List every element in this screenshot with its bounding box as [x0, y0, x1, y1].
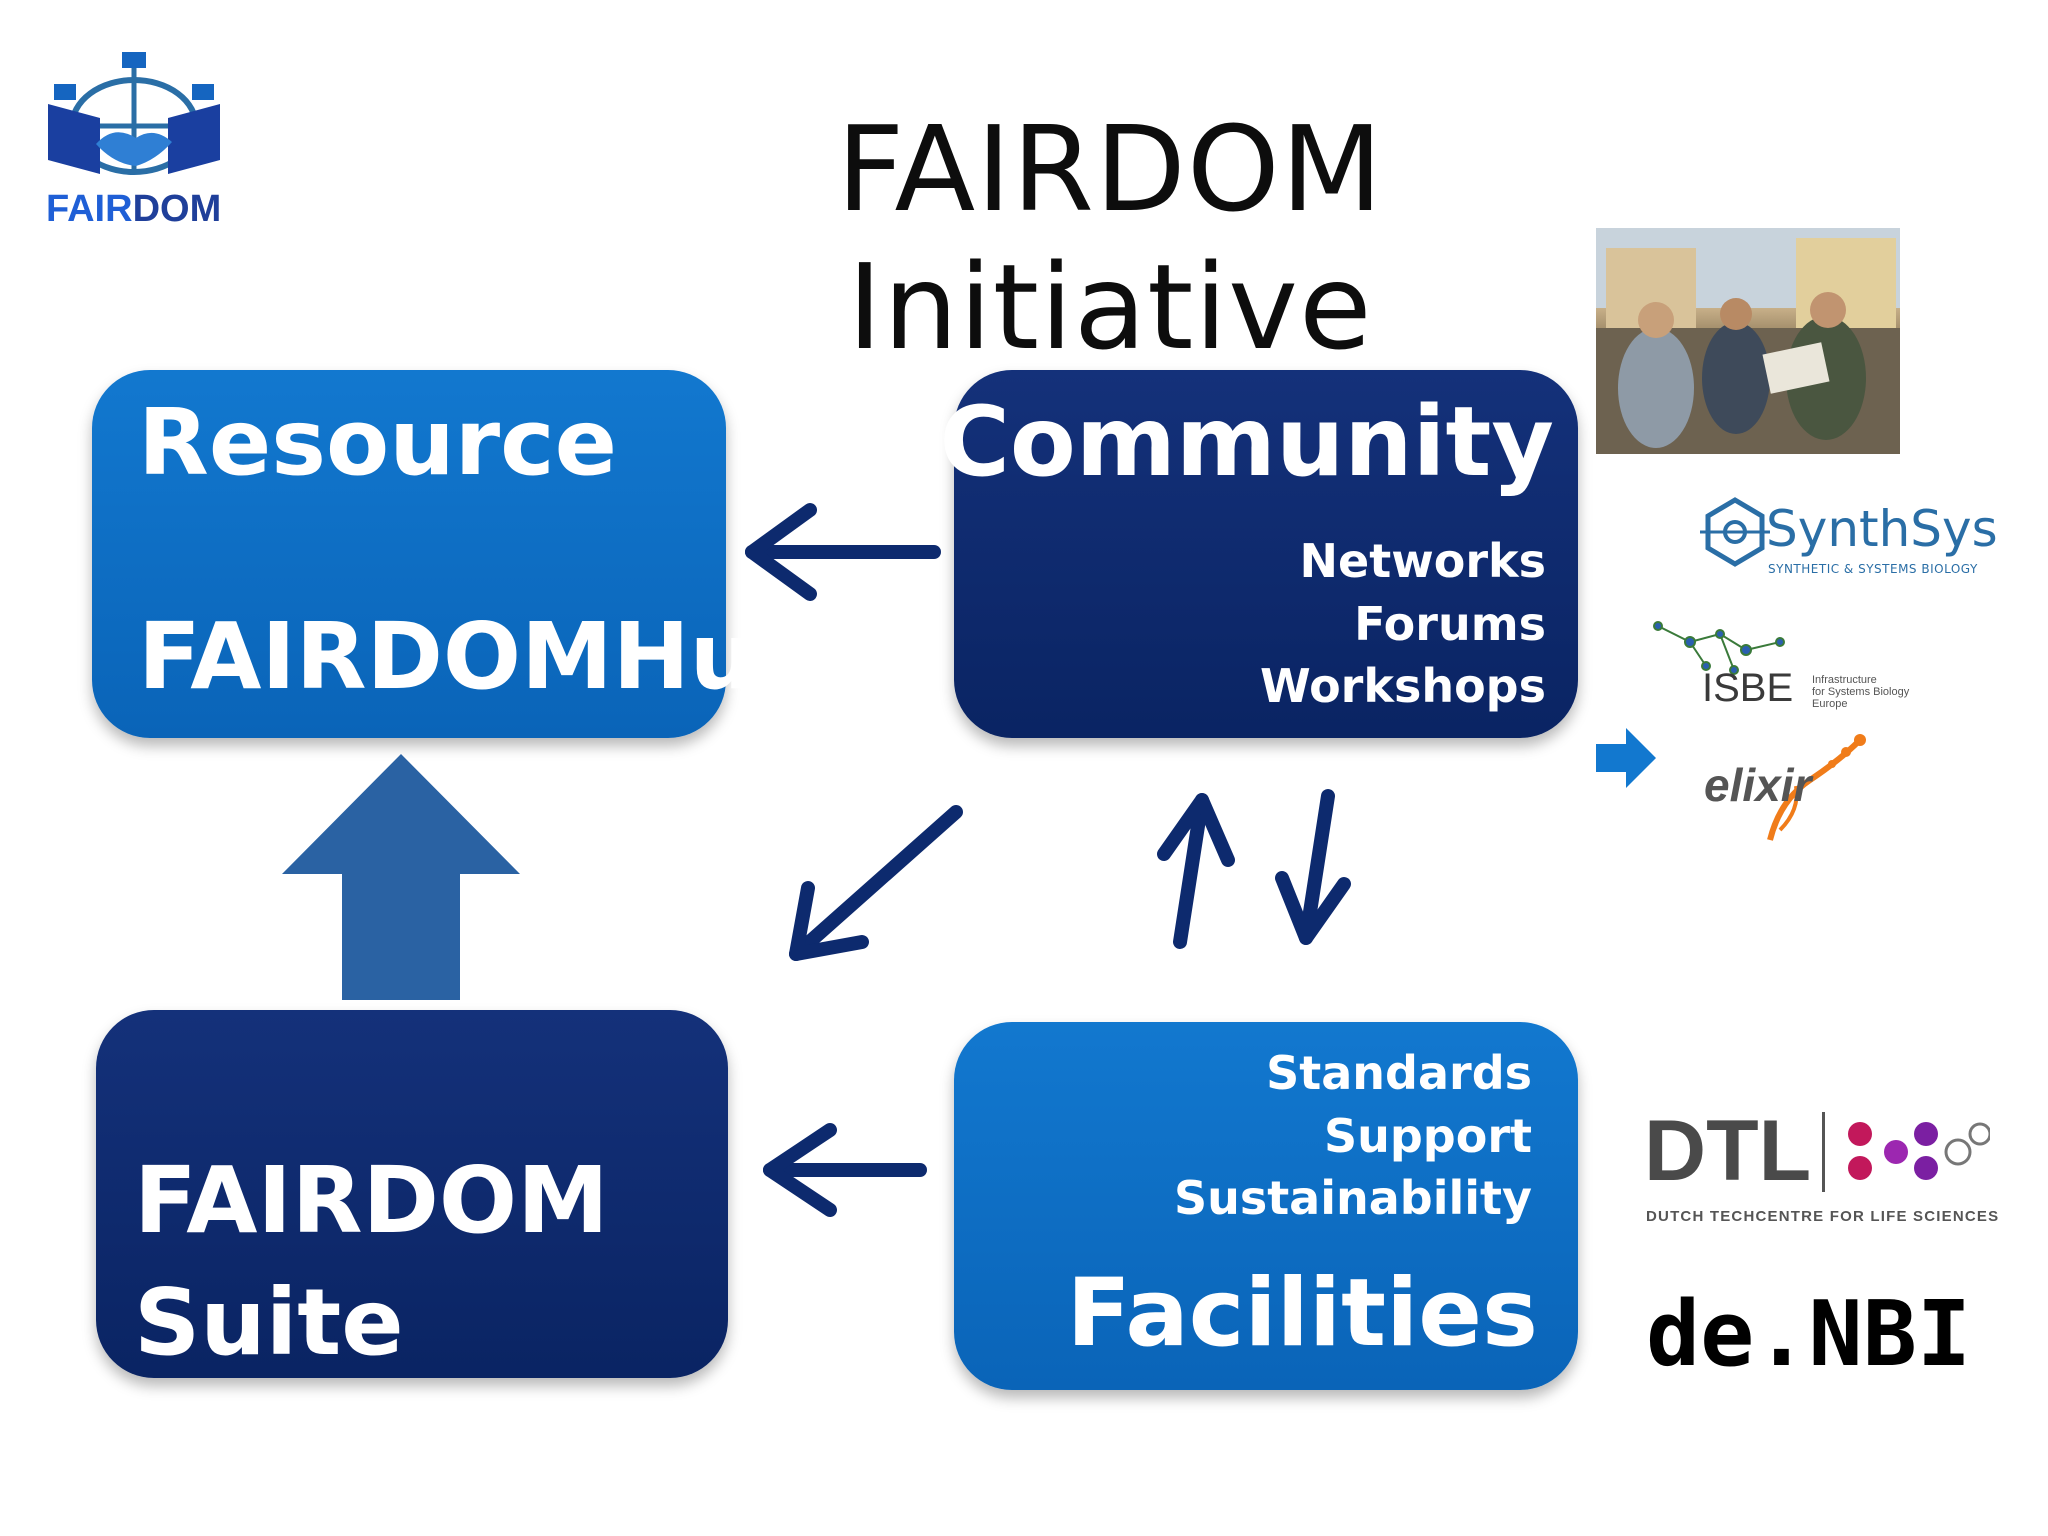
facilities-heading: Facilities	[1066, 1259, 1538, 1368]
arrow-community-to-suite	[789, 805, 963, 961]
elixir-logo: elixir	[1700, 730, 1880, 850]
arrow-community-to-facilities	[1275, 789, 1351, 945]
fairdom-logo: FAIRDOM	[44, 48, 224, 232]
dtl-tagline: DUTCH TECHCENTRE FOR LIFE SCIENCES	[1646, 1208, 2000, 1225]
synthsys-tagline: SYNTHETIC & SYSTEMS BIOLOGY	[1768, 562, 1978, 576]
isbe-logo: ISBE Infrastructure for Systems Biology …	[1650, 616, 1950, 726]
synthsys-logo: SynthSys SYNTHETIC & SYSTEMS BIOLOGY	[1700, 486, 2020, 596]
dtl-molecule-icon	[1848, 1122, 1990, 1180]
isbe-tagline-2: for Systems Biology	[1812, 686, 1910, 699]
community-item-forums: Forums	[1354, 596, 1546, 651]
suite-line-2: Suite	[134, 1269, 404, 1376]
elixir-helix-icon	[1767, 734, 1866, 841]
synthsys-name: SynthSys	[1766, 500, 1998, 558]
isbe-tagline-1: Infrastructure	[1812, 674, 1877, 686]
logo-wordmark-dom: DOM	[132, 188, 222, 230]
isbe-name: ISBE	[1702, 666, 1794, 710]
isbe-tagline-3: Europe	[1812, 698, 1848, 711]
community-item-workshops: Workshops	[1259, 659, 1546, 714]
arrow-to-partners	[1596, 728, 1656, 788]
arrow-facilities-to-community	[1157, 793, 1235, 949]
community-item-networks: Networks	[1299, 534, 1546, 588]
resource-box: Resource FAIRDOMHub	[92, 370, 821, 738]
dtl-divider	[1822, 1112, 1825, 1192]
arrow-facilities-to-suite	[763, 1123, 927, 1217]
logo-wordmark-fair: FAIR	[46, 188, 133, 230]
isbe-network-icon	[1653, 621, 1785, 675]
dtl-logo: DTL DUTCH TECHCENTRE FOR LIFE SCIENCES	[1644, 1108, 2014, 1238]
arrow-suite-to-resource	[282, 754, 520, 1000]
dtl-name: DTL	[1644, 1103, 1812, 1199]
elixir-name: elixir	[1704, 759, 1812, 811]
community-box: Community Networks Forums Workshops	[939, 370, 1578, 738]
facilities-box: Standards Support Sustainability Facilit…	[954, 1022, 1578, 1390]
synthsys-hexagon-icon	[1700, 497, 1770, 567]
fairdom-suite-box: FAIRDOM Suite	[96, 1010, 728, 1378]
suite-line-1: FAIRDOM	[134, 1147, 609, 1254]
handshake-globe-icon	[48, 52, 220, 175]
workshop-photo	[1596, 228, 1900, 454]
denbi-logo: de.NBI	[1646, 1282, 1972, 1387]
facilities-item-standards: Standards	[1266, 1046, 1532, 1100]
facilities-item-support: Support	[1323, 1108, 1532, 1163]
community-heading: Community	[939, 386, 1554, 498]
photo-illustration	[1596, 228, 1900, 454]
slide-title: FAIRDOM Initiative	[836, 100, 1384, 376]
resource-heading: Resource	[138, 389, 618, 496]
arrow-community-to-resource	[745, 503, 941, 601]
facilities-item-sustainability: Sustainability	[1173, 1171, 1532, 1226]
fairdomhub-label: FAIRDOMHub	[138, 603, 822, 710]
